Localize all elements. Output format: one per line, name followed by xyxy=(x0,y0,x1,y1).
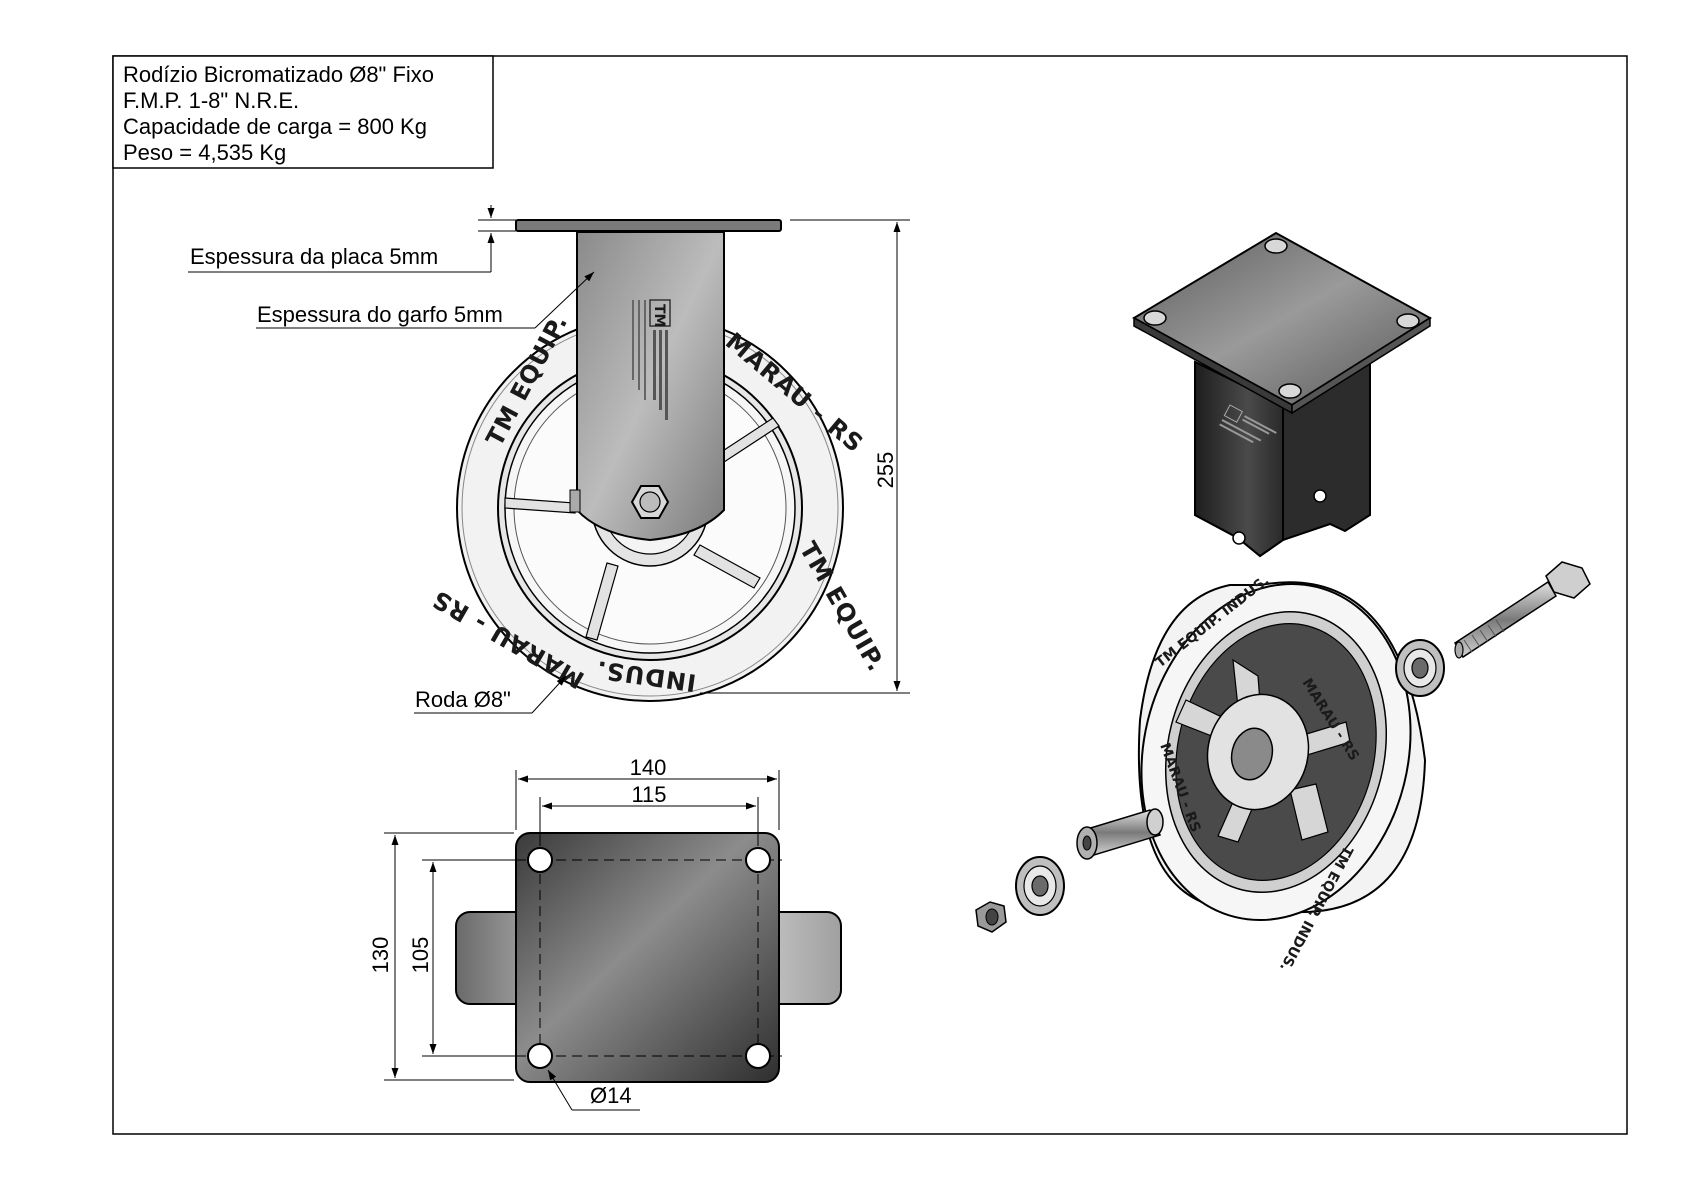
iso-nut xyxy=(975,901,1007,933)
dim-width-holes: 115 xyxy=(631,782,666,807)
dim-hole-diameter: Ø14 xyxy=(590,1083,632,1108)
title-line-1: Rodízio Bicromatizado Ø8" Fixo xyxy=(123,62,434,87)
front-top-plate xyxy=(515,219,782,232)
title-line-4: Peso = 4,535 Kg xyxy=(123,140,286,165)
top-view xyxy=(455,832,842,1083)
title-line-3: Capacidade de carga = 800 Kg xyxy=(123,114,427,139)
front-dimensions: 255 Espessura da placa 5mm Espessura do … xyxy=(188,205,910,714)
iso-spacer-tube xyxy=(1076,808,1164,860)
iso-fork xyxy=(1131,231,1432,558)
callout-wheel-diameter: Roda Ø8" xyxy=(415,687,511,712)
dim-height: 255 xyxy=(873,452,898,489)
iso-bearing-left xyxy=(1015,856,1065,916)
front-view: TM EQUIP. MARAU - RS TM EQUIP. INDUS. MA… xyxy=(427,219,891,702)
top-dimensions: 140 115 130 105 Ø14 xyxy=(368,755,780,1111)
drawing-frame xyxy=(112,55,1628,1135)
svg-text:TM: TM xyxy=(651,304,667,327)
front-fork: TM xyxy=(569,231,725,542)
fork-stamp: TM xyxy=(632,299,671,420)
iso-wheel: TM EQUIP. INDUS. MARAU - RS TM EQUIP. IN… xyxy=(1137,573,1427,974)
iso-axle-bolt xyxy=(1453,561,1591,659)
dim-width-outer: 140 xyxy=(630,755,667,780)
callout-fork-thickness: Espessura do garfo 5mm xyxy=(257,302,503,327)
iso-bearing-right xyxy=(1395,639,1445,697)
title-block: Rodízio Bicromatizado Ø8" Fixo F.M.P. 1-… xyxy=(112,55,494,169)
dim-depth-holes: 105 xyxy=(408,937,433,974)
top-plate xyxy=(515,832,780,1083)
callout-plate-thickness: Espessura da placa 5mm xyxy=(190,244,438,269)
dim-depth-outer: 130 xyxy=(368,937,393,974)
mount-holes xyxy=(527,847,771,1069)
title-line-2: F.M.P. 1-8" N.R.E. xyxy=(123,88,299,113)
front-wheel-spokes xyxy=(504,417,780,641)
